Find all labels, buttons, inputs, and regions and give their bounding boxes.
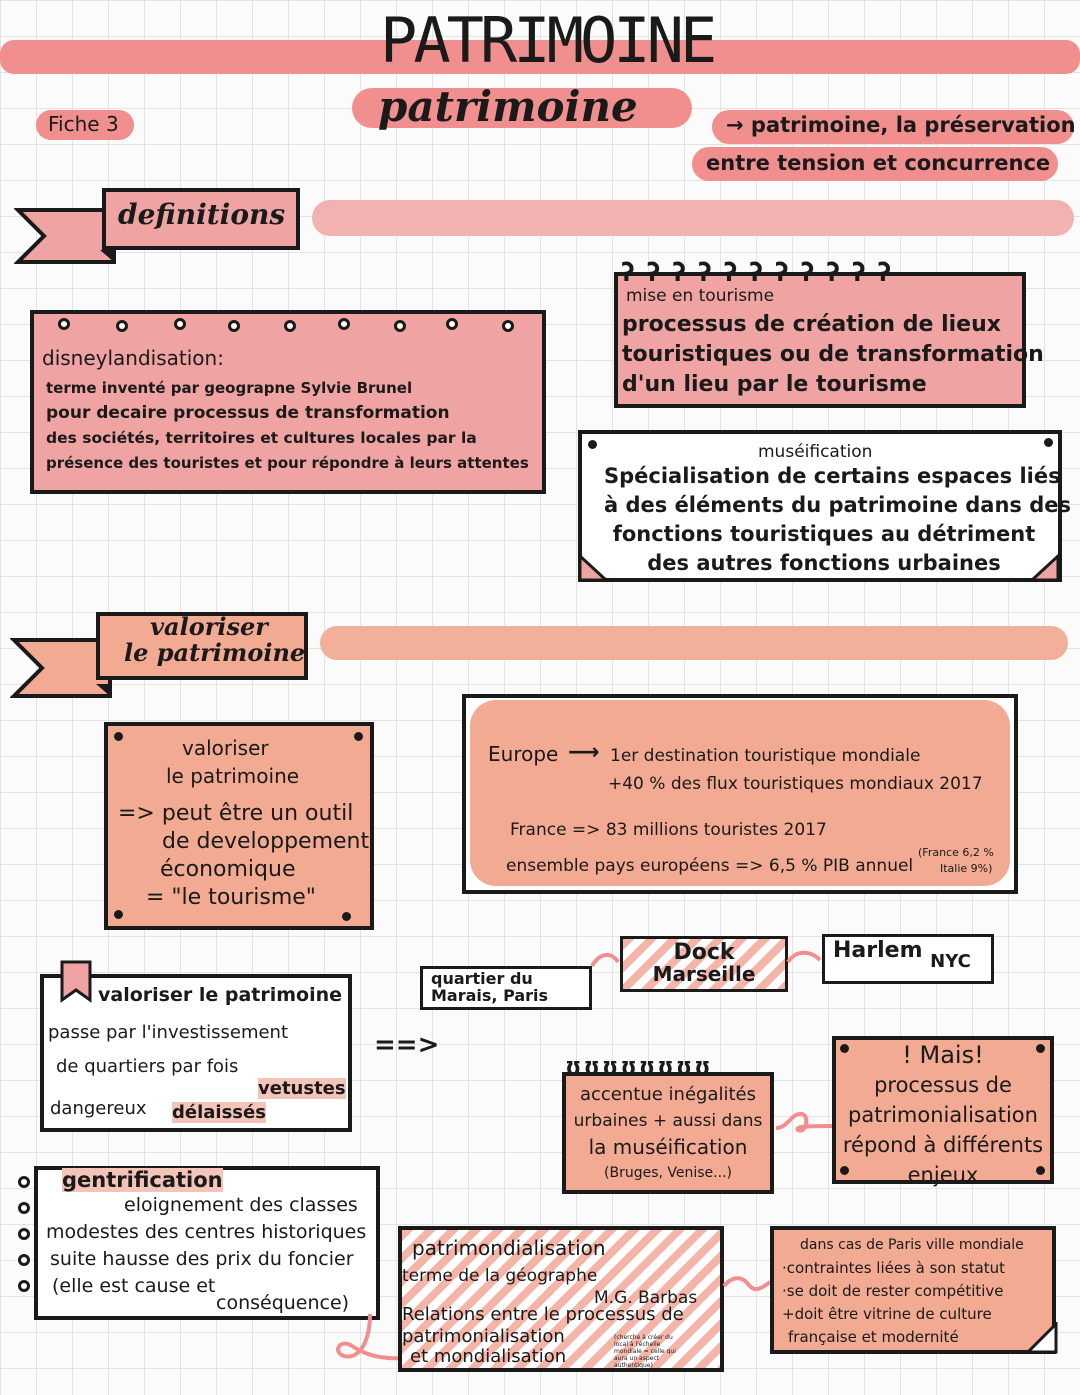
outil-text: valoriser le patrimoine => peut être un … [118,736,370,910]
mais-card [832,1036,1054,1184]
mais-text: ! Mais! processus de patrimonialisation … [842,1041,1044,1187]
patrimondialisation-author: M.G. Barbas [594,1288,698,1308]
bookmark-icon [60,960,92,1003]
valoriser-heading: valoriser le patrimoine [124,612,306,667]
pin [840,1166,849,1175]
theme-line-2: entre tension et concurrence [706,151,1051,175]
gentrification-text: eloignement des classes modestes des cen… [46,1194,367,1314]
sheet-label: Fiche 3 [48,112,119,136]
pin [1044,438,1053,447]
dock-tag: Dock Marseille [620,936,788,992]
patrimondialisation-line-5: et mondialisation [410,1346,567,1367]
inegalites-text: accentue inégalités urbaines + aussi dan… [573,1084,763,1181]
europe-label: Europe [488,742,559,766]
museification-text: Spécialisation de certains espaces liés … [604,464,1072,575]
sheet-badge [36,110,134,140]
gdp-note-2: Italie 9%) [940,862,993,875]
investissement-line-2: de quartiers par fois [56,1056,239,1077]
investissement-line-3: vetustes [258,1078,346,1099]
theme-line-1: → patrimoine, la préservation [726,113,1076,137]
page-curl [1024,1322,1058,1354]
subtitle-highlight [352,88,692,128]
connector-loop [590,953,620,968]
harlem-tag: Harlem NYC [822,934,994,984]
gdp-note-1: (France 6,2 % [918,846,994,859]
investissement-line-5: délaissés [172,1102,266,1123]
paris-text: dans cas de Paris ville mondiale ·contra… [782,1237,1024,1346]
pin [1036,1044,1045,1053]
outil-card [104,722,374,930]
page-curl-right [1028,552,1060,582]
connector-loop-4 [336,1313,409,1361]
patrimondialisation-line-1: terme de la géographe [402,1266,598,1286]
pin [1036,1166,1045,1175]
connector-loop-3 [775,1111,833,1133]
header-band [0,40,1080,74]
europe-arrow: ⟶ [568,740,600,765]
patrimondialisation-title: patrimondialisation [412,1236,606,1260]
europe-line-1: 1er destination touristique mondiale [610,746,921,766]
gentrification-title: gentrification [62,1168,223,1192]
connector-loop-2 [786,950,822,964]
notepad-spiral: ʔʔʔʔʔʔʔʔʔʔʔ [620,258,903,288]
museification-title: muséification [758,442,873,462]
france-line: France => 83 millions touristes 2017 [510,820,827,840]
investissement-line-4: dangereux [50,1098,147,1119]
notepad-spiral: ʊʊʊʊʊʊʊʊ [566,1052,714,1080]
page-subtitle: patrimoine [378,82,638,131]
mise-en-tourisme-title: mise en tourisme [626,286,775,306]
inegalites-card [562,1072,774,1194]
disneylandisation-text: terme inventé par geograpne Sylvie Brune… [46,379,529,472]
mise-en-tourisme-card [614,272,1026,408]
page-curl-left [578,552,610,582]
patrimondialisation-line-3: Relations entre le processus de [402,1304,684,1325]
valoriser-rule [320,626,1068,660]
pin [840,1044,849,1053]
implies-arrow: ==> [374,1030,440,1060]
investissement-line-1: passe par l'investissement [48,1022,289,1043]
patrimondialisation-note: (cherche à créer du local à l'échelle mo… [614,1334,676,1369]
europe-line-2: +40 % des flux touristiques mondiaux 201… [608,774,983,794]
connector-loop-5 [722,1276,772,1291]
spiral-rings [58,318,528,338]
pin [354,732,363,741]
disneylandisation-title: disneylandisation: [42,346,224,370]
page-title: PATRIMOINE [380,4,717,77]
pin [114,732,123,741]
pin [114,910,123,919]
definitions-ribbon [14,188,300,264]
pin [342,912,351,921]
eu-gdp-line: ensemble pays européens => 6,5 % PIB ann… [506,856,914,876]
definitions-rule [312,200,1074,236]
theme-highlight-2 [692,147,1058,181]
europe-cloud [470,700,1010,886]
disneylandisation-card [30,310,546,494]
marais-tag: quartier du Marais, Paris [420,966,592,1010]
theme-highlight-1 [712,110,1074,144]
patrimondialisation-card [398,1226,724,1372]
definitions-heading: definitions [118,198,286,231]
patrimondialisation-line-4: patrimonialisation [402,1326,565,1347]
museification-card [578,430,1062,582]
paris-card [770,1226,1056,1354]
pin [588,440,597,449]
mise-en-tourisme-text: processus de création de lieux touristiq… [622,312,1044,397]
valoriser-ribbon [10,612,308,698]
spiral-binding [18,1176,42,1306]
investissement-title: valoriser le patrimoine [98,984,343,1006]
